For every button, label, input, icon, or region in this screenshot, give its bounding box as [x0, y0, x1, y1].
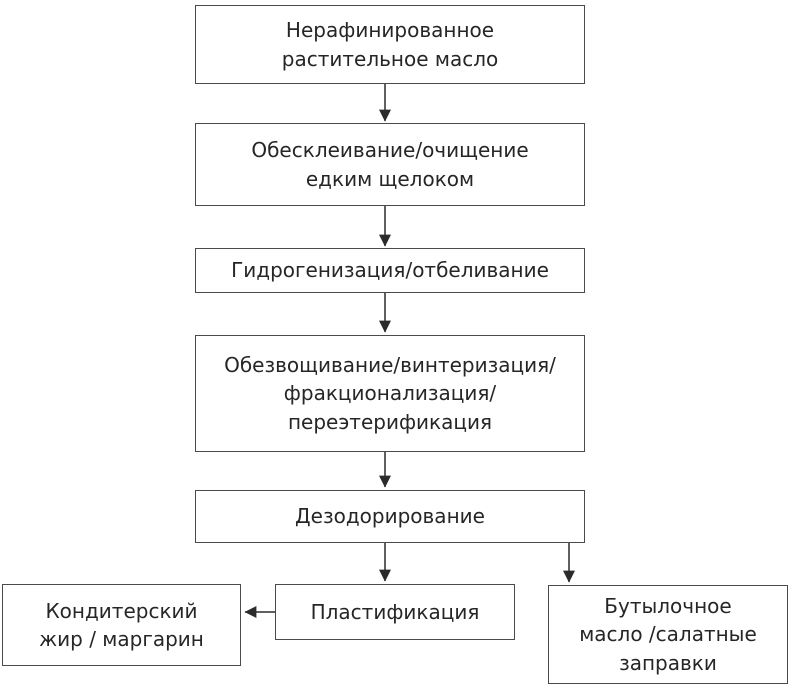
node-bottled-oil-label: Бутылочное масло /салатные заправки	[579, 593, 757, 675]
node-plasticization: Пластификация	[275, 584, 515, 640]
node-deodorization: Дезодорирование	[195, 490, 585, 543]
node-dewaxing-label: Обезвощивание/винтеризация/ фракционализ…	[224, 352, 556, 434]
node-confectionery-fat-label: Кондитерский жир / маргарин	[39, 598, 204, 651]
node-hydrogenation: Гидрогенизация/отбеливание	[195, 248, 585, 293]
node-bottled-oil: Бутылочное масло /салатные заправки	[548, 585, 788, 684]
node-dewaxing: Обезвощивание/винтеризация/ фракционализ…	[195, 335, 585, 452]
node-deodorization-label: Дезодорирование	[295, 504, 485, 529]
node-hydrogenation-label: Гидрогенизация/отбеливание	[231, 258, 549, 283]
node-unrefined-oil: Нерафинированное растительное масло	[195, 5, 585, 84]
node-plasticization-label: Пластификация	[310, 599, 480, 624]
node-degumming: Обесклеивание/очищение едким щелоком	[195, 123, 585, 206]
node-degumming-label: Обесклеивание/очищение едким щелоком	[251, 138, 529, 191]
node-confectionery-fat: Кондитерский жир / маргарин	[2, 584, 241, 666]
node-unrefined-oil-label: Нерафинированное растительное масло	[281, 18, 499, 71]
